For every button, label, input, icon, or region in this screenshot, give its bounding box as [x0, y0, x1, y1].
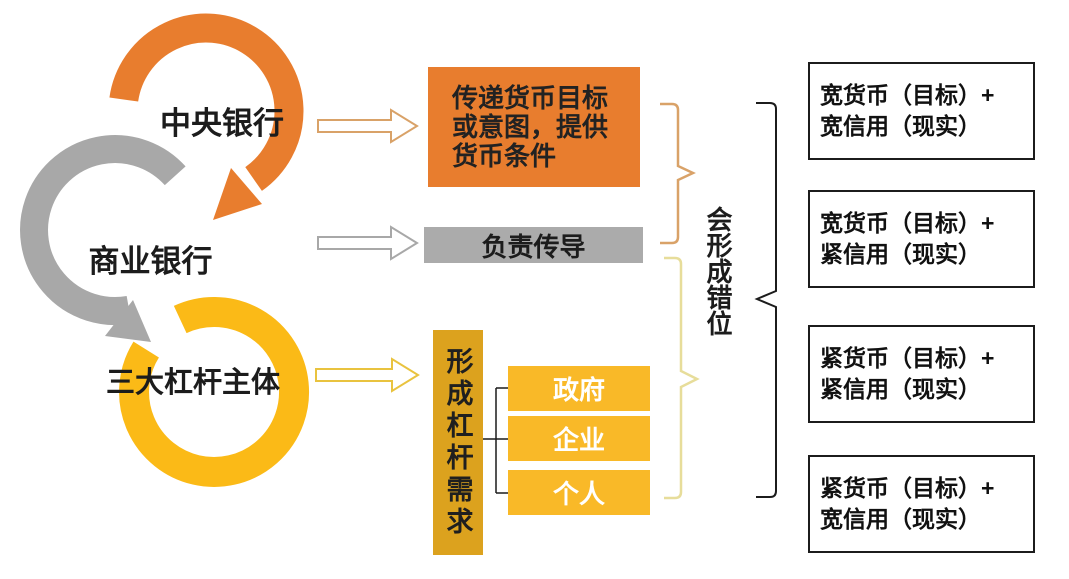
leverage-cycle-ring — [119, 297, 310, 487]
commercial-bank-cycle-arrow — [20, 135, 186, 326]
outcome-line: 紧信用（现实） — [820, 241, 981, 267]
central-bank-flow-arrow-icon — [317, 108, 419, 144]
outcome-box-4: 紧货币（目标）+ 宽信用（现实） — [808, 455, 1035, 553]
central-bank-label: 中央银行 — [160, 106, 284, 141]
central-bank-action-line: 或意图，提供 — [452, 111, 609, 142]
entity-connector-lines — [483, 387, 508, 494]
outcome-line: 紧信用（现实） — [820, 376, 981, 402]
entity-box-individual: 个人 — [508, 470, 650, 515]
leverage-entities-label: 三大杠杆主体 — [105, 367, 280, 399]
commercial-bank-flow-arrow-icon — [317, 225, 419, 261]
outcome-box-3: 紧货币（目标）+ 紧信用（现实） — [808, 325, 1035, 423]
outcomes-bracket — [754, 102, 777, 498]
commercial-bank-action-box: 负责传导 — [424, 227, 643, 263]
central-bank-action-box: 传递货币目标 或意图，提供 货币条件 — [428, 67, 640, 187]
commercial-bank-label: 商业银行 — [88, 244, 213, 279]
central-bank-cycle-arrow — [109, 13, 304, 191]
central-bank-action-line: 货币条件 — [452, 140, 557, 171]
central-bank-action-line: 传递货币目标 — [452, 82, 609, 113]
leverage-demand-box: 形成杠杆需求 — [433, 330, 483, 555]
entity-box-government: 政府 — [508, 366, 650, 411]
outcome-box-1: 宽货币（目标）+ 宽信用（现实） — [808, 62, 1035, 160]
outcome-box-2: 宽货币（目标）+ 紧信用（现实） — [808, 190, 1035, 288]
entity-box-enterprise: 企业 — [508, 416, 650, 461]
outcome-line: 紧货币（目标）+ — [820, 475, 995, 501]
leverage-flow-arrow-icon — [315, 357, 420, 393]
mismatch-label: 会形成错位 — [703, 206, 733, 336]
outcome-line: 宽货币（目标）+ — [820, 210, 995, 236]
commercial-bank-arrowhead-icon — [105, 300, 151, 342]
upper-group-brace — [660, 102, 696, 245]
outcome-line: 宽信用（现实） — [820, 506, 981, 532]
central-bank-arrowhead-icon — [213, 168, 262, 220]
outcome-line: 宽信用（现实） — [820, 113, 981, 139]
lower-group-brace — [664, 256, 700, 500]
outcome-line: 宽货币（目标）+ — [820, 82, 995, 108]
outcome-line: 紧货币（目标）+ — [820, 345, 995, 371]
